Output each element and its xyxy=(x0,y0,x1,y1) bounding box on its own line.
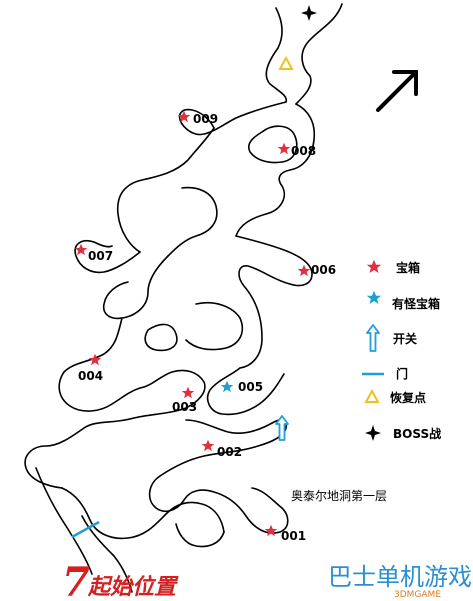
marker-label: 008 xyxy=(291,144,316,158)
red-star-icon xyxy=(201,439,215,452)
marker-label: 009 xyxy=(193,112,218,126)
boss-cross-star-icon xyxy=(301,5,317,21)
legend-item-door: 门 xyxy=(362,366,408,381)
marker-009: 009 xyxy=(177,110,218,126)
marker-001: 001 xyxy=(264,524,306,543)
legend-item-treasure: 宝箱 xyxy=(366,259,420,275)
legend-item-boss: BOSS战 xyxy=(365,425,441,441)
blue-star-icon xyxy=(220,380,234,393)
recovery-point-icon xyxy=(278,55,294,70)
marker-003: 003 xyxy=(172,386,197,414)
marker-008: 008 xyxy=(277,142,316,158)
legend-label: 有怪宝箱 xyxy=(392,296,440,311)
marker-label: 005 xyxy=(238,380,263,394)
legend-label: 开关 xyxy=(393,331,417,346)
blue-star-icon xyxy=(366,290,382,304)
red-star-icon xyxy=(366,259,382,273)
marker-006: 006 xyxy=(297,263,336,277)
start-position: 7 起始位置 xyxy=(62,559,179,601)
legend-label: 门 xyxy=(396,366,408,381)
marker-label: 003 xyxy=(172,400,197,414)
marker-007: 007 xyxy=(74,243,113,263)
marker-002: 002 xyxy=(201,439,242,459)
marker-label: 007 xyxy=(88,249,113,263)
floor-title: 奥泰尔地洞第一层 xyxy=(291,488,387,503)
switch-arrow-icon xyxy=(275,415,289,441)
up-arrow-icon xyxy=(366,324,380,352)
yellow-triangle-icon xyxy=(364,388,380,403)
legend-item-switch: 开关 xyxy=(366,324,417,352)
watermark-text: 巴士单机游戏 xyxy=(328,563,472,591)
start-glyph: 7 xyxy=(62,559,90,601)
marker-004: 004 xyxy=(78,353,103,383)
watermark: 巴士单机游戏 3DMGAME xyxy=(328,563,472,600)
legend-label: 宝箱 xyxy=(396,260,420,275)
red-star-icon xyxy=(264,524,278,537)
legend-item-recovery: 恢复点 xyxy=(364,388,426,405)
marker-label: 004 xyxy=(78,369,103,383)
start-label: 起始位置 xyxy=(87,574,179,600)
watermark-small-text: 3DMGAME xyxy=(394,590,441,600)
marker-label: 006 xyxy=(311,263,336,277)
red-star-icon xyxy=(297,264,311,277)
red-star-icon xyxy=(277,142,291,155)
marker-005: 005 xyxy=(220,380,263,394)
marker-label: 002 xyxy=(217,445,242,459)
legend-label: BOSS战 xyxy=(393,426,441,441)
northeast-arrow-icon xyxy=(376,70,418,112)
cross-star-icon xyxy=(365,425,381,441)
marker-label: 001 xyxy=(281,529,306,543)
red-star-icon xyxy=(181,386,195,399)
cave-walls xyxy=(24,3,343,593)
legend-label: 恢复点 xyxy=(390,390,426,405)
legend-item-monster-treasure: 有怪宝箱 xyxy=(366,290,440,311)
legend: 宝箱 有怪宝箱 开关 门 恢复点 BOSS战 xyxy=(362,259,441,441)
door-line-icon xyxy=(71,520,100,539)
